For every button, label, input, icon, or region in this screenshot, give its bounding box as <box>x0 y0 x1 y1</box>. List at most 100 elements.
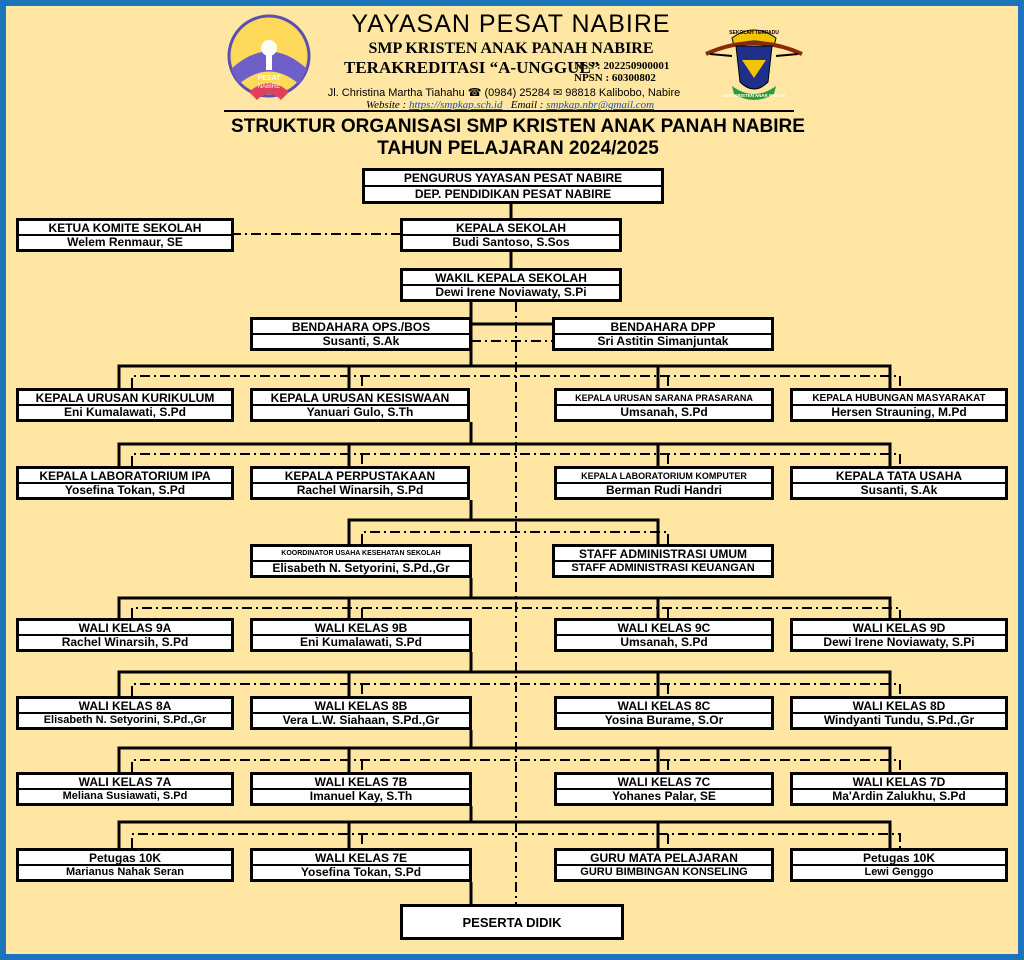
box-yayasan[interactable]: PENGURUS YAYASAN PESAT NABIRE DEP. PENDID… <box>362 168 664 204</box>
box-wakasek-title: WAKIL KEPALA SEKOLAH <box>435 271 587 285</box>
email-label: Email : <box>502 99 547 111</box>
box-perpus-title: KEPALA PERPUSTAKAAN <box>284 469 436 483</box>
box-wali-7b-name: Imanuel Kay, S.Th <box>309 789 413 803</box>
right-logo-top-text: SEKOLAH TERPADU <box>729 30 779 36</box>
box-staff-keuangan: STAFF ADMINISTRASI KEUANGAN <box>571 562 755 574</box>
foundation-name: YAYASAN PESAT NABIRE <box>351 10 671 38</box>
box-wali-8c-title: WALI KELAS 8C <box>617 699 711 713</box>
box-petugas-10k-left-title: Petugas 10K <box>88 851 162 865</box>
address: Jl. Christina Martha Tiahahu ☎ (0984) 25… <box>327 87 681 99</box>
box-wali-8d-title: WALI KELAS 8D <box>852 699 946 713</box>
box-staff-title: STAFF ADMINISTRASI UMUM <box>579 547 747 561</box>
right-logo-bottom-text: SMP KRISTEN ANAK PANAH <box>723 93 785 98</box>
box-wali-9c-title: WALI KELAS 9C <box>617 621 711 635</box>
box-guru-bk: GURU BIMBINGAN KONSELING <box>580 866 748 878</box>
svg-text:PESAT: PESAT <box>258 75 282 82</box>
box-kepsek-name: Budi Santoso, S.Sos <box>452 235 570 249</box>
box-wali-9b-title: WALI KELAS 9B <box>314 621 408 635</box>
box-komite-name: Welem Renmaur, SE <box>67 235 183 249</box>
box-wali-8b-title: WALI KELAS 8B <box>314 699 408 713</box>
box-petugas-10k-right-title: Petugas 10K <box>862 851 936 865</box>
box-lab-komputer-title: KEPALA LABORATORIUM KOMPUTER <box>581 471 747 481</box>
box-yayasan-title: PENGURUS YAYASAN PESAT NABIRE <box>403 171 623 185</box>
box-sarpras[interactable]: KEPALA URUSAN SARANA PRASARANA Umsanah, S… <box>554 388 774 422</box>
website-link[interactable]: https://smpkap.sch.id <box>408 99 503 111</box>
box-wali-9d-name: Dewi Irene Noviawaty, S.Pi <box>823 635 975 649</box>
box-wali-7d-title: WALI KELAS 7D <box>852 775 946 789</box>
box-peserta-didik-title: PESERTA DIDIK <box>462 914 562 930</box>
solid-connectors <box>117 202 892 904</box>
box-humas-name: Hersen Strauning, M.Pd <box>831 405 967 419</box>
box-kurikulum-name: Eni Kumalawati, S.Pd <box>63 405 187 419</box>
box-sarpras-title: KEPALA URUSAN SARANA PRASARANA <box>575 393 753 403</box>
box-petugas-10k-right-name: Lewi Genggo <box>864 866 934 878</box>
school-name: SMP KRISTEN ANAK PANAH NABIRE <box>368 40 654 57</box>
box-humas-title: KEPALA HUBUNGAN MASYARAKAT <box>812 393 986 404</box>
box-peserta-didik[interactable]: PESERTA DIDIK <box>400 904 624 940</box>
box-tata-usaha-title: KEPALA TATA USAHA <box>835 469 963 483</box>
box-wali-9a-name: Rachel Winarsih, S.Pd <box>61 635 189 649</box>
box-tata-usaha-name: Susanti, S.Ak <box>860 483 938 497</box>
accreditation: TERAKREDITASI “A-UNGGUL” <box>344 58 600 77</box>
box-wali-9a-title: WALI KELAS 9A <box>78 621 172 635</box>
svg-text:NABIRE: NABIRE <box>258 84 280 90</box>
box-uks-name: Elisabeth N. Setyorini, S.Pd.,Gr <box>272 561 450 575</box>
box-kurikulum-title: KEPALA URUSAN KURIKULUM <box>35 391 215 405</box>
box-kesiswaan-name: Yanuari Gulo, S.Th <box>306 405 414 419</box>
box-wali-8c-name: Yosina Burame, S.Or <box>604 713 724 727</box>
website-label: Website : <box>366 99 409 111</box>
box-perpus-name: Rachel Winarsih, S.Pd <box>296 483 424 497</box>
box-wali-7d-name: Ma'Ardin Zalukhu, S.Pd <box>832 789 966 803</box>
box-wali-7c-title: WALI KELAS 7C <box>617 775 711 789</box>
box-guru-title: GURU MATA PELAJARAN <box>590 851 738 865</box>
header-rule <box>224 110 794 112</box>
nss: NSS : 202250900001 <box>574 60 670 72</box>
anak-panah-logo-icon: SEKOLAH TERPADU SMP KRISTEN ANAK PANAH <box>705 29 803 100</box>
box-wali-7c-name: Yohanes Palar, SE <box>612 789 716 803</box>
web-line: Website : https://smpkap.sch.id Email : … <box>366 99 654 111</box>
box-wali-9b-name: Eni Kumalawati, S.Pd <box>299 635 423 649</box>
box-lab-ipa-title: KEPALA LABORATORIUM IPA <box>39 469 211 483</box>
box-sarpras-name: Umsanah, S.Pd <box>620 405 708 419</box>
box-wali-9c-name: Umsanah, S.Pd <box>620 635 708 649</box>
box-wali-7b-title: WALI KELAS 7B <box>314 775 408 789</box>
box-bend-dpp-name: Sri Astitin Simanjuntak <box>597 334 729 348</box>
box-wali-8d-name: Windyanti Tundu, S.Pd.,Gr <box>823 713 975 727</box>
email-link[interactable]: smpkap.nbr@gmail.com <box>546 99 655 111</box>
box-wali-7a-name: Meliana Susiawati, S.Pd <box>62 790 188 802</box>
box-wali-8a-name: Elisabeth N. Setyorini, S.Pd.,Gr <box>43 714 207 726</box>
box-wali-8b-name: Vera L.W. Siahaan, S.Pd.,Gr <box>282 713 440 727</box>
box-yayasan-name: DEP. PENDIDIKAN PESAT NABIRE <box>414 187 612 201</box>
